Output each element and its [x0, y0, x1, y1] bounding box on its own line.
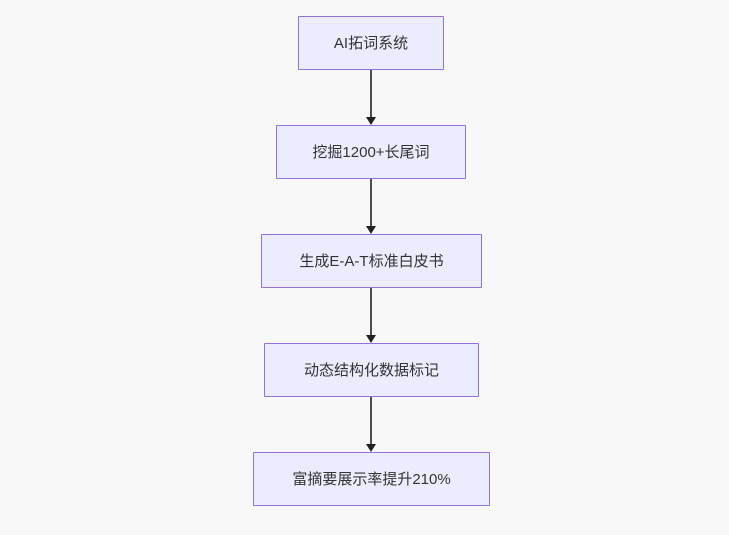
flow-node-dynamic-structured-data-markup: 动态结构化数据标记: [264, 343, 479, 397]
flow-arrow-1: [365, 70, 377, 125]
arrow-line: [370, 397, 372, 444]
flow-arrow-3: [365, 288, 377, 343]
arrow-down-icon: [366, 117, 376, 125]
flow-node-label: 富摘要展示率提升210%: [292, 470, 451, 488]
arrow-line: [370, 288, 372, 335]
arrow-down-icon: [366, 444, 376, 452]
flow-node-ai-word-expansion-system: AI拓词系统: [298, 16, 444, 70]
arrow-down-icon: [366, 226, 376, 234]
arrow-line: [370, 70, 372, 117]
flow-node-label: 动态结构化数据标记: [303, 361, 439, 379]
flow-node-label: AI拓词系统: [333, 34, 409, 52]
arrow-down-icon: [366, 335, 376, 343]
flow-arrow-4: [365, 397, 377, 452]
flow-arrow-2: [365, 179, 377, 234]
flow-node-mine-longtail-keywords: 挖掘1200+长尾词: [276, 125, 466, 179]
flow-node-label: 挖掘1200+长尾词: [312, 143, 430, 161]
flow-node-label: 生成E-A-T标准白皮书: [299, 252, 444, 270]
flow-node-rich-snippet-rate-increase: 富摘要展示率提升210%: [253, 452, 490, 506]
arrow-line: [370, 179, 372, 226]
flow-node-generate-eat-whitepaper: 生成E-A-T标准白皮书: [261, 234, 482, 288]
